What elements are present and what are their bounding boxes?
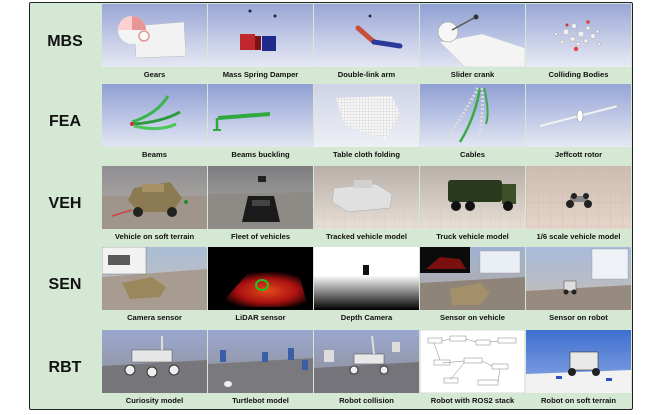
robot-soft-terrain-icon	[526, 330, 631, 393]
sensor-vehicle-icon	[420, 247, 525, 310]
colliding-bodies-icon	[526, 4, 631, 67]
caption-beams-buckling: Beams buckling	[231, 150, 290, 159]
caption-ros2-stack: Robot with ROS2 stack	[430, 396, 515, 405]
table-cloth-icon	[314, 84, 419, 147]
caption-table-cloth: Table cloth folding	[333, 150, 400, 159]
caption-curiosity-model: Curiosity model	[125, 396, 184, 405]
caption-slider-crank: Slider crank	[450, 70, 495, 79]
depth-camera-icon	[314, 247, 419, 310]
beams-buckling-icon	[208, 84, 313, 147]
row-label-fea: FEA	[49, 113, 81, 130]
caption-double-link-arm: Double-link arm	[337, 70, 396, 79]
camera-sensor-icon	[102, 247, 207, 310]
ros2-stack-icon	[420, 330, 525, 393]
turtlebot-icon	[208, 330, 313, 393]
caption-truck-vehicle: Truck vehicle model	[436, 232, 509, 241]
caption-fleet-vehicles: Fleet of vehicles	[230, 232, 291, 241]
caption-robot-collision: Robot collision	[339, 396, 394, 405]
cables-icon	[420, 84, 525, 147]
truck-vehicle-icon	[420, 166, 525, 229]
caption-robot-soft-terrain: Robot on soft terrain	[540, 396, 617, 405]
caption-jeffcott-rotor: Jeffcott rotor	[554, 150, 603, 159]
fleet-vehicles-icon	[208, 166, 313, 229]
caption-colliding-bodies: Colliding Bodies	[548, 70, 609, 79]
caption-beams: Beams	[142, 150, 167, 159]
slider-crank-icon	[420, 4, 525, 67]
sensor-robot-icon	[526, 247, 631, 310]
robot-collision-icon	[314, 330, 419, 393]
scale-vehicle-icon	[526, 166, 631, 229]
figure-panel: MBS Gears Mass Spring Damper	[29, 2, 633, 410]
gears-icon	[102, 4, 207, 67]
caption-depth-camera: Depth Camera	[340, 313, 393, 322]
beams-icon	[102, 84, 207, 147]
caption-gears: Gears	[143, 70, 166, 79]
row-label-rbt: RBT	[48, 359, 82, 376]
caption-cables: Cables	[460, 150, 485, 159]
row-label-sen: SEN	[48, 276, 82, 293]
caption-vehicle-soft-terrain: Vehicle on soft terrain	[114, 232, 195, 241]
vehicle-soft-terrain-icon	[102, 166, 207, 229]
caption-sensor-vehicle: Sensor on vehicle	[440, 313, 505, 322]
lidar-sensor-icon	[208, 247, 313, 310]
caption-camera-sensor: Camera sensor	[127, 313, 182, 322]
curiosity-rover-icon	[102, 330, 207, 393]
caption-mass-spring-damper: Mass Spring Damper	[222, 70, 299, 79]
caption-lidar-sensor: LiDAR sensor	[235, 313, 286, 322]
caption-tracked-vehicle: Tracked vehicle model	[325, 232, 408, 241]
double-link-arm-icon	[314, 4, 419, 67]
tracked-vehicle-icon	[314, 166, 419, 229]
jeffcott-rotor-icon	[526, 84, 631, 147]
caption-turtlebot-model: Turtlebot model	[232, 396, 289, 405]
caption-scale-vehicle: 1/6 scale vehicle model	[536, 232, 621, 241]
mass-spring-damper-icon	[208, 4, 313, 67]
row-label-veh: VEH	[48, 195, 82, 212]
row-label-mbs: MBS	[47, 33, 83, 50]
caption-sensor-robot: Sensor on robot	[549, 313, 608, 322]
